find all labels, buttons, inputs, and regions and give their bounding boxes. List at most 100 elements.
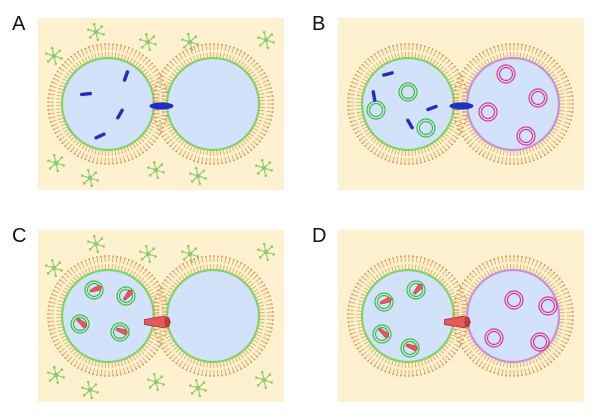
lipid-head — [456, 137, 459, 140]
lipid-tail — [378, 150, 382, 156]
lipid-tail — [164, 332, 170, 336]
lipid-tail — [253, 288, 258, 293]
lipid-head — [182, 367, 184, 369]
lipid-tail — [362, 338, 368, 342]
lipid-head — [142, 266, 145, 269]
lipid-tail — [385, 365, 388, 371]
lipid-tail — [454, 73, 459, 77]
lipid-head — [261, 349, 264, 352]
green-vesicle — [118, 288, 134, 304]
lipid-tail — [219, 150, 222, 156]
lipid-head — [412, 43, 414, 46]
lipid-tail — [534, 365, 538, 370]
lipid-tail — [151, 295, 156, 298]
lipid-tail — [349, 112, 355, 115]
lipid-head — [47, 309, 50, 311]
lipid-tail — [140, 278, 145, 283]
micelle-head — [202, 381, 206, 384]
lipid-head — [569, 87, 572, 89]
lipid-tail — [162, 114, 168, 117]
green-vesicle — [116, 286, 136, 306]
lipid-tail — [559, 308, 565, 311]
lipid-tail — [238, 51, 242, 57]
micelle-head — [186, 32, 190, 36]
lipid-tail — [259, 343, 264, 347]
lipid-head — [568, 334, 571, 337]
lipid-tail — [98, 362, 100, 368]
lipid-tail — [451, 83, 456, 86]
lipid-tail — [465, 293, 471, 297]
lipid-tail — [422, 155, 426, 161]
lipid-head — [213, 375, 215, 377]
lipid-tail — [222, 361, 225, 367]
lipid-tail — [463, 117, 469, 120]
lipid-tail — [119, 258, 122, 264]
lipid-tail — [206, 150, 208, 156]
lipid-head — [247, 266, 250, 269]
lipid-tail — [544, 147, 548, 153]
lipid-head — [263, 133, 266, 136]
lipid-tail — [540, 353, 544, 359]
lipid-tail — [486, 262, 490, 268]
lipid-tail — [163, 117, 169, 120]
lipid-tail — [384, 146, 388, 151]
lipid-tail — [266, 110, 272, 113]
micelle-head — [189, 172, 192, 175]
lipid-head — [157, 289, 160, 292]
lipid-tail — [499, 361, 502, 367]
lipid-tail — [241, 265, 245, 271]
lipid-tail — [465, 81, 471, 85]
lipid-tail — [442, 357, 446, 362]
lipid-tail — [51, 331, 57, 335]
lipid-head — [359, 351, 361, 353]
lipid-tail — [117, 149, 120, 155]
lipid-tail — [192, 267, 196, 273]
lipid-head — [464, 351, 466, 353]
lipid-tail — [180, 352, 185, 358]
lipid-head — [164, 331, 167, 333]
lipid-head — [240, 262, 243, 264]
lipid-head — [108, 43, 110, 45]
micelle-head — [45, 52, 48, 55]
lipid-head — [556, 355, 559, 358]
lipid-tail — [483, 52, 487, 58]
lipid-head — [100, 162, 102, 165]
lipid-head — [258, 352, 261, 355]
lipid-tail — [464, 120, 470, 124]
lipid-tail — [557, 134, 562, 139]
micelle-head — [262, 30, 266, 34]
lipid-head — [453, 277, 456, 280]
lipid-head — [131, 260, 134, 263]
lipid-tail — [358, 300, 364, 303]
lipid-head — [408, 163, 410, 165]
lipid-head — [153, 329, 156, 331]
lipid-tail — [133, 51, 137, 57]
lipid-tail — [122, 367, 126, 373]
lipid-tail — [359, 332, 365, 336]
lipid-tail — [54, 78, 60, 82]
lipid-tail — [352, 123, 358, 126]
lipid-head — [80, 368, 83, 371]
lipid-tail — [494, 47, 497, 53]
lipid-tail — [551, 342, 556, 347]
lipid-head — [169, 273, 172, 275]
lipid-tail — [49, 97, 55, 99]
lipid-tail — [148, 339, 153, 344]
lipid-tail — [167, 78, 173, 82]
lipid-tail — [525, 148, 529, 154]
lipid-tail — [473, 346, 478, 351]
lipid-head — [138, 154, 141, 156]
lipid-head — [540, 368, 543, 370]
lipid-tail — [137, 275, 142, 281]
lipid-tail — [566, 322, 572, 325]
lipid-head — [189, 158, 192, 161]
lipid-tail — [173, 346, 178, 351]
lipid-tail — [129, 50, 133, 55]
lipid-tail — [473, 281, 478, 286]
lipid-head — [240, 368, 243, 370]
lipid-tail — [186, 356, 190, 362]
lipid-head — [466, 354, 469, 356]
lipid-tail — [534, 145, 538, 151]
lipid-head — [347, 105, 349, 107]
lipid-head — [213, 255, 215, 257]
